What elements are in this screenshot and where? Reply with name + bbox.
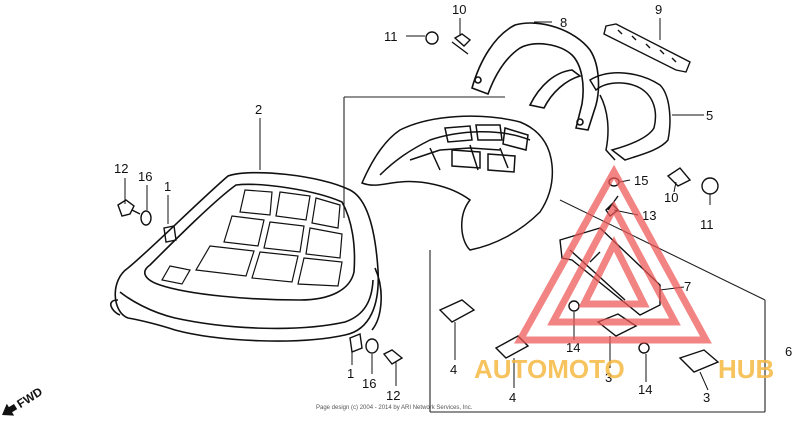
callout-11-top: 11 [384, 29, 398, 44]
callout-12-left: 12 [114, 161, 128, 176]
callout-7: 7 [684, 279, 691, 294]
fasteners-bottom [349, 333, 404, 365]
fwd-label: FWD [14, 384, 45, 411]
watermark-text-right: HUB [718, 354, 774, 384]
rear-cowl [588, 72, 671, 161]
callout-3-b: 3 [703, 390, 710, 405]
callout-13: 13 [642, 208, 656, 223]
main-seat-quilting [161, 189, 343, 287]
fwd-indicator: FWD [2, 384, 45, 416]
watermark-text-left: AUTOMOTO [474, 354, 625, 384]
callout-1-left: 1 [164, 179, 171, 194]
callout-14-b: 14 [638, 382, 652, 397]
callout-11-right: 11 [700, 217, 714, 232]
callout-10-right: 10 [664, 190, 678, 205]
callout-4-a: 4 [450, 362, 457, 377]
callout-10-top: 10 [452, 2, 466, 17]
fwd-arrow-icon [2, 403, 18, 416]
main-seat [110, 171, 382, 342]
callout-1-bottom: 1 [347, 366, 354, 381]
callout-numbers: 1 2 11 10 8 9 5 12 16 15 13 10 11 7 4 4 … [114, 2, 792, 405]
callout-3-a: 3 [605, 370, 612, 385]
leader-lines [124, 18, 711, 391]
copyright-text: Page design (c) 2004 - 2014 by ARI Netwo… [316, 405, 473, 411]
watermark: AUTOMOTO HUB [474, 164, 774, 384]
callout-2: 2 [255, 102, 262, 117]
callout-16-left: 16 [138, 169, 152, 184]
emblem-strip [603, 23, 691, 73]
callout-4-b: 4 [509, 390, 516, 405]
watermark-triangle-icon [514, 164, 712, 344]
assembly-outline [343, 96, 766, 413]
callout-15: 15 [634, 173, 648, 188]
upper-seat-cover [360, 115, 554, 251]
callout-16-bottom: 16 [362, 376, 376, 391]
callout-9: 9 [655, 2, 662, 17]
callout-12-bottom: 12 [386, 388, 400, 403]
callout-6: 6 [785, 344, 792, 359]
grab-rail [471, 22, 600, 131]
callout-14-a: 14 [566, 340, 580, 355]
callout-5: 5 [706, 108, 713, 123]
callout-8: 8 [560, 15, 567, 30]
fasteners-top [425, 31, 472, 55]
